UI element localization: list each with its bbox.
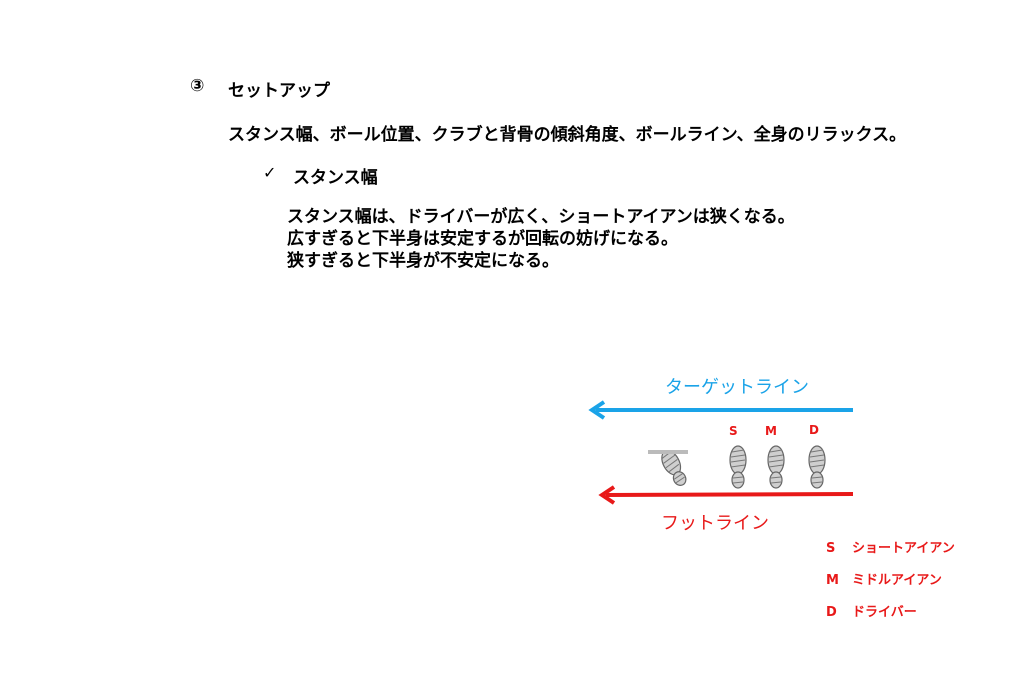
- left-footprint: [661, 450, 687, 486]
- footprint-d: [808, 445, 826, 489]
- mark-s: S: [729, 424, 738, 438]
- body-line-1: スタンス幅は、ドライバーが広く、ショートアイアンは狭くなる。: [287, 207, 795, 227]
- legend-item-d: D ドライバー: [826, 601, 917, 620]
- body-line-3: 狭すぎると下半身が不安定になる。: [287, 251, 559, 271]
- section-summary: スタンス幅、ボール位置、クラブと背骨の傾斜角度、ボールライン、全身のリラックス。: [228, 125, 907, 145]
- legend-key: S: [826, 541, 836, 556]
- target-line-label: ターゲットライン: [665, 377, 809, 398]
- footprint-m: [767, 445, 785, 489]
- foot-line-arrow: [605, 492, 854, 497]
- section-number: ③: [190, 76, 205, 96]
- section-title: セットアップ: [228, 81, 330, 101]
- legend-label: ショートアイアン: [852, 541, 955, 556]
- foot-line-label: フットライン: [661, 513, 769, 534]
- legend-item-m: M ミドルアイアン: [826, 569, 942, 588]
- stance-diagram: [588, 400, 854, 505]
- legend-key: D: [826, 605, 837, 620]
- target-arrowhead: [588, 400, 606, 420]
- subsection-title: スタンス幅: [293, 168, 378, 188]
- mark-d: D: [809, 423, 819, 437]
- legend-item-s: S ショートアイアン: [826, 537, 955, 556]
- mark-m: M: [765, 424, 777, 438]
- foot-arrowhead: [598, 485, 616, 505]
- legend-label: ドライバー: [852, 605, 917, 620]
- body-line-2: 広すぎると下半身は安定するが回転の妨げになる。: [287, 229, 678, 249]
- footprint-s: [729, 445, 747, 489]
- legend-label: ミドルアイアン: [852, 573, 942, 588]
- legend-key: M: [826, 573, 839, 588]
- footprint-frame: [648, 450, 688, 454]
- check-icon: ✓: [263, 163, 277, 182]
